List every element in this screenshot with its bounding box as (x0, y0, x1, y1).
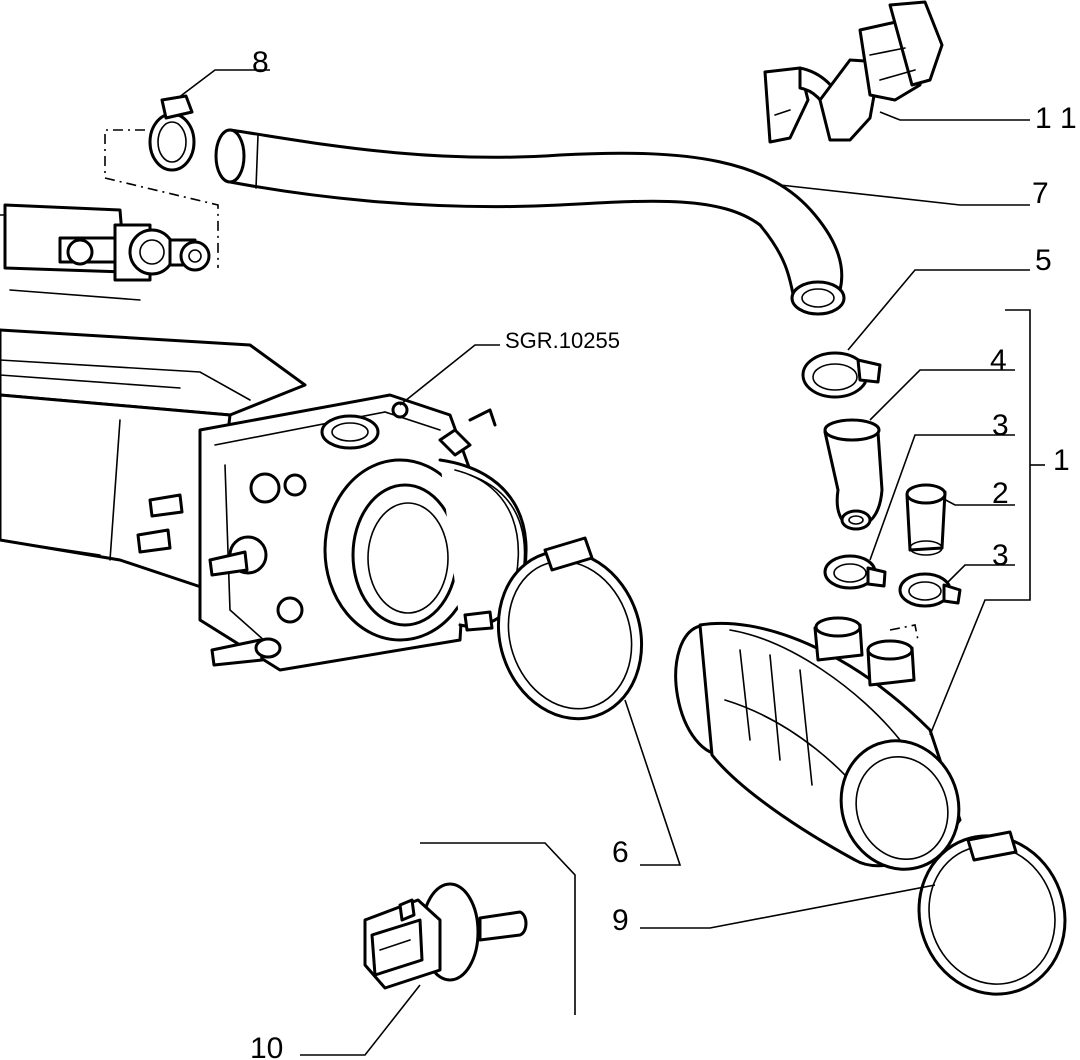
callout-2: 2 (992, 477, 1009, 510)
injector-assembly (0, 203, 211, 282)
part-4-elbow-hose (823, 418, 884, 531)
intake-manifold (0, 289, 307, 592)
part-8-clamp (148, 94, 196, 172)
callout-5: 5 (1035, 244, 1052, 277)
callout-3a: 3 (992, 409, 1009, 442)
assembly-bracket-8 (104, 129, 219, 268)
part-9-large-clamp (917, 830, 1067, 996)
part-5-clamp (801, 351, 882, 399)
callout-11: 1 1 (1035, 102, 1077, 135)
part-3-clamp-b (898, 572, 962, 608)
leader-lines (177, 69, 1045, 1056)
throttle-body (136, 393, 528, 672)
part-6-large-clamp (496, 536, 644, 721)
part-10-sensor (363, 882, 528, 990)
part-7-hose (214, 128, 846, 316)
callout-6: 6 (612, 836, 629, 869)
callout-10: 10 (250, 1032, 283, 1060)
callout-7: 7 (1032, 177, 1049, 210)
drawing-ref: SGR.10255 (505, 328, 620, 353)
callout-9: 9 (612, 904, 629, 937)
callout-3b: 3 (992, 539, 1009, 572)
callout-1: 1 (1053, 444, 1070, 477)
part-1-intake-boot (674, 616, 962, 871)
part-11-double-clip (763, 0, 944, 144)
part-2-sleeve (905, 483, 947, 556)
callout-4: 4 (990, 344, 1007, 377)
callout-8: 8 (252, 46, 269, 79)
callout-labels: 8 1 1 7 5 4 3 1 2 3 SGR.10255 6 9 10 (250, 46, 1077, 1060)
part-3-clamp-a (823, 554, 887, 590)
